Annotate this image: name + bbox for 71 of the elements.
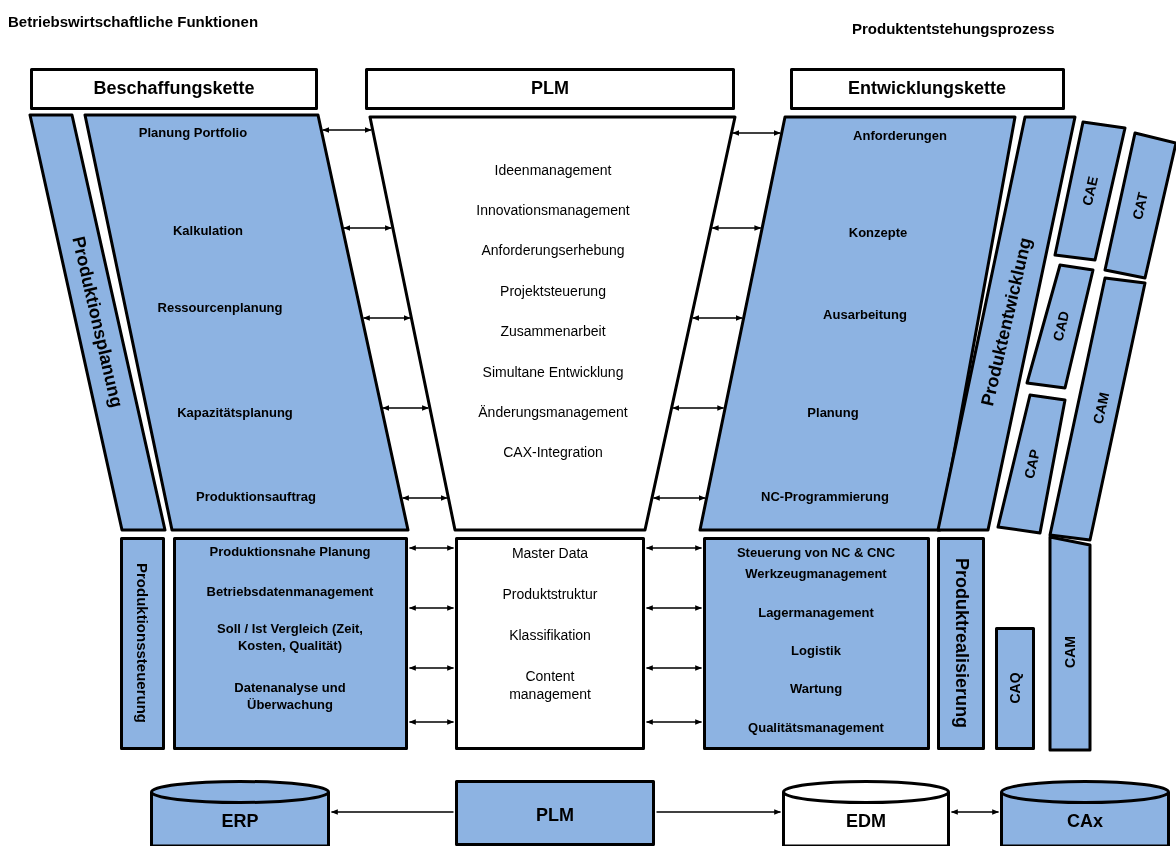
- arrow: [330, 809, 455, 815]
- double-arrow: [645, 665, 703, 671]
- vertical-label: CAP: [1019, 447, 1045, 481]
- list-item: Content management: [508, 666, 592, 704]
- list-item: Änderungsmanagement: [478, 402, 628, 422]
- item-label: Produktionsauftrag: [196, 488, 316, 506]
- double-arrow: [645, 719, 703, 725]
- item-label: Datenanalyse und Überwachung: [233, 680, 347, 714]
- item-label: Kalkulation: [172, 222, 244, 240]
- double-arrow: [382, 405, 430, 411]
- vertical-label: CAQ: [1005, 672, 1024, 704]
- vertical-label: CAT: [1128, 190, 1152, 222]
- item-label: Beschaffungskette: [93, 77, 255, 101]
- double-arrow: [692, 315, 743, 321]
- item-label: Kapazitätsplanung: [177, 404, 293, 422]
- double-arrow: [950, 809, 1000, 815]
- list-item: Klassifikation: [509, 625, 591, 645]
- item-label: Planung Portfolio: [138, 124, 248, 142]
- item-label: Ressourcenplanung: [157, 299, 283, 317]
- item-label: Planung: [807, 404, 859, 422]
- vertical-label: CAE: [1077, 174, 1103, 208]
- item-label: NC-Programmierung: [761, 488, 889, 506]
- double-arrow: [645, 545, 703, 551]
- double-arrow: [732, 130, 781, 136]
- double-arrow: [672, 405, 725, 411]
- vertical-label: CAD: [1048, 309, 1074, 343]
- item-label: Wartung: [789, 680, 843, 698]
- vertical-label: CAM: [1088, 390, 1114, 426]
- double-arrow: [711, 225, 762, 231]
- vertical-label: Produktrealisierung: [950, 558, 973, 728]
- list-item: Produktstruktur: [502, 584, 598, 604]
- double-arrow: [645, 605, 703, 611]
- heading: Betriebswirtschaftliche Funktionen: [8, 13, 259, 30]
- list-item: Zusammenarbeit: [500, 321, 606, 341]
- item-label: EDM: [846, 810, 886, 834]
- item-label: Werkzeugmanagement: [745, 565, 887, 583]
- double-arrow: [408, 665, 455, 671]
- heading: Produktentstehungsprozess: [852, 20, 1055, 37]
- item-label: Betriebsdatenmanagement: [206, 583, 374, 601]
- double-arrow: [408, 719, 455, 725]
- item-label: Soll / Ist Vergleich (Zeit, Kosten, Qualität): [216, 621, 364, 655]
- double-arrow: [408, 605, 455, 611]
- double-arrow: [652, 495, 706, 501]
- item-label: Konzepte: [848, 224, 908, 242]
- list-item: Innovationsmanagement: [476, 200, 630, 220]
- item-label: Entwicklungskette: [848, 77, 1006, 101]
- item-label: Ausarbeitung: [823, 306, 907, 324]
- vertical-label: CAM: [1060, 636, 1079, 668]
- list-item: Ideenmanagement: [494, 160, 612, 180]
- list-item: Master Data: [511, 543, 589, 563]
- item-label: CAx: [1067, 810, 1103, 834]
- item-label: ERP: [221, 810, 259, 834]
- item-label: Anforderungen: [853, 127, 947, 145]
- double-arrow: [362, 315, 411, 321]
- item-label: Qualitätsmanagement: [748, 719, 884, 737]
- double-arrow: [322, 127, 372, 133]
- vertical-label: Produktionssteuerung: [132, 563, 152, 723]
- list-item: CAX-Integration: [503, 442, 603, 462]
- list-item: Anforderungserhebung: [481, 240, 625, 260]
- item-label: Steuerung von NC & CNC: [736, 544, 896, 562]
- item-label: Logistik: [791, 642, 841, 660]
- double-arrow: [343, 225, 393, 231]
- arrow: [655, 809, 782, 815]
- double-arrow: [408, 545, 455, 551]
- item-label: PLM: [536, 804, 574, 828]
- list-item: Projektsteuerung: [500, 281, 606, 301]
- double-arrow: [401, 495, 448, 501]
- item-label: Produktionsnahe Planung: [209, 543, 371, 561]
- item-label: PLM: [531, 77, 569, 101]
- item-label: Lagermanagement: [758, 604, 874, 622]
- list-item: Simultane Entwicklung: [482, 362, 624, 382]
